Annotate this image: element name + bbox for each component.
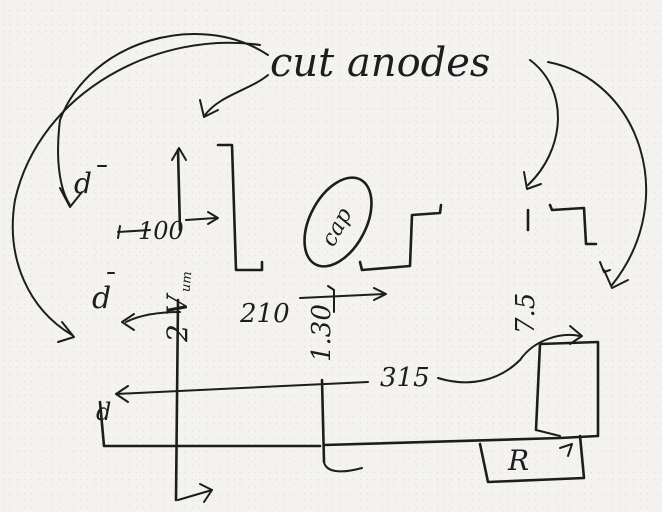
- resistor-box: [478, 434, 586, 484]
- label-um: um: [179, 271, 196, 293]
- resistor-box-mark: [559, 443, 573, 457]
- dim-315-right-arrowhead: [569, 325, 583, 345]
- tag-d-top: d: [74, 167, 92, 200]
- arrow-head-3: [199, 99, 219, 118]
- dim-315-left-arrowhead: [115, 385, 129, 403]
- left-long-vertical-arrowhead: [199, 483, 213, 503]
- central-vertical-line: [176, 148, 182, 232]
- tab-shape-top: [216, 143, 264, 272]
- left-long-vertical: [174, 298, 180, 502]
- bottom-loop-right: [322, 340, 600, 447]
- label-dim-315: 315: [380, 363, 430, 393]
- arrow-header-to-right: [527, 59, 559, 186]
- dim-210-left-arrow: [125, 311, 181, 323]
- right-small-mark: [599, 261, 611, 273]
- central-vertical-arrowhead: [171, 147, 187, 161]
- arrow-header-to-far-right: [547, 61, 647, 286]
- label-cap: cap: [317, 204, 358, 251]
- bottom-loop-inner: [535, 429, 561, 437]
- dim-315-right-arrow: [437, 334, 581, 384]
- mid-arrow-tick: [327, 285, 335, 313]
- step-shape-right: [548, 203, 598, 246]
- dim-100-right-arrow: [185, 217, 217, 221]
- dim-100-right-arrowhead: [207, 211, 219, 225]
- tag-d-mid: d: [92, 281, 111, 316]
- cap-oval: [303, 176, 373, 268]
- bottom-loop-left: [98, 400, 322, 448]
- tag-d-low: d: [96, 398, 111, 426]
- dim-100-left-arrow: [117, 229, 151, 233]
- arrow-header-to-tab: [204, 74, 269, 116]
- arrow-head-4: [523, 171, 542, 190]
- arrow-head-2: [57, 321, 75, 343]
- dim-210-right-arrow: [299, 293, 385, 299]
- dim-210-left-arrowhead: [121, 313, 135, 331]
- label-dim-210: 210: [239, 299, 290, 329]
- dim-100-left-tick: [117, 225, 121, 239]
- header-note: cut anodes: [270, 40, 490, 86]
- label-v-right: 7.5: [511, 293, 541, 334]
- dim-315-left-arrow: [115, 381, 369, 395]
- middle-long-vertical: [320, 378, 326, 464]
- arrow-header-to-left-lower: [11, 41, 261, 336]
- label-v-mid: 1.30: [307, 304, 337, 362]
- label-dim-100: 100: [138, 217, 184, 245]
- arrow-head-5: [603, 269, 629, 289]
- left-long-vertical-arrow: [177, 489, 213, 501]
- arrow-head-1: [59, 187, 83, 208]
- step-shape-middle: [358, 203, 443, 272]
- arrow-header-to-top-left: [57, 33, 269, 206]
- middle-vertical-hook: [323, 461, 363, 473]
- dim-210-right-arrowhead: [373, 287, 387, 301]
- label-r: R: [507, 444, 529, 477]
